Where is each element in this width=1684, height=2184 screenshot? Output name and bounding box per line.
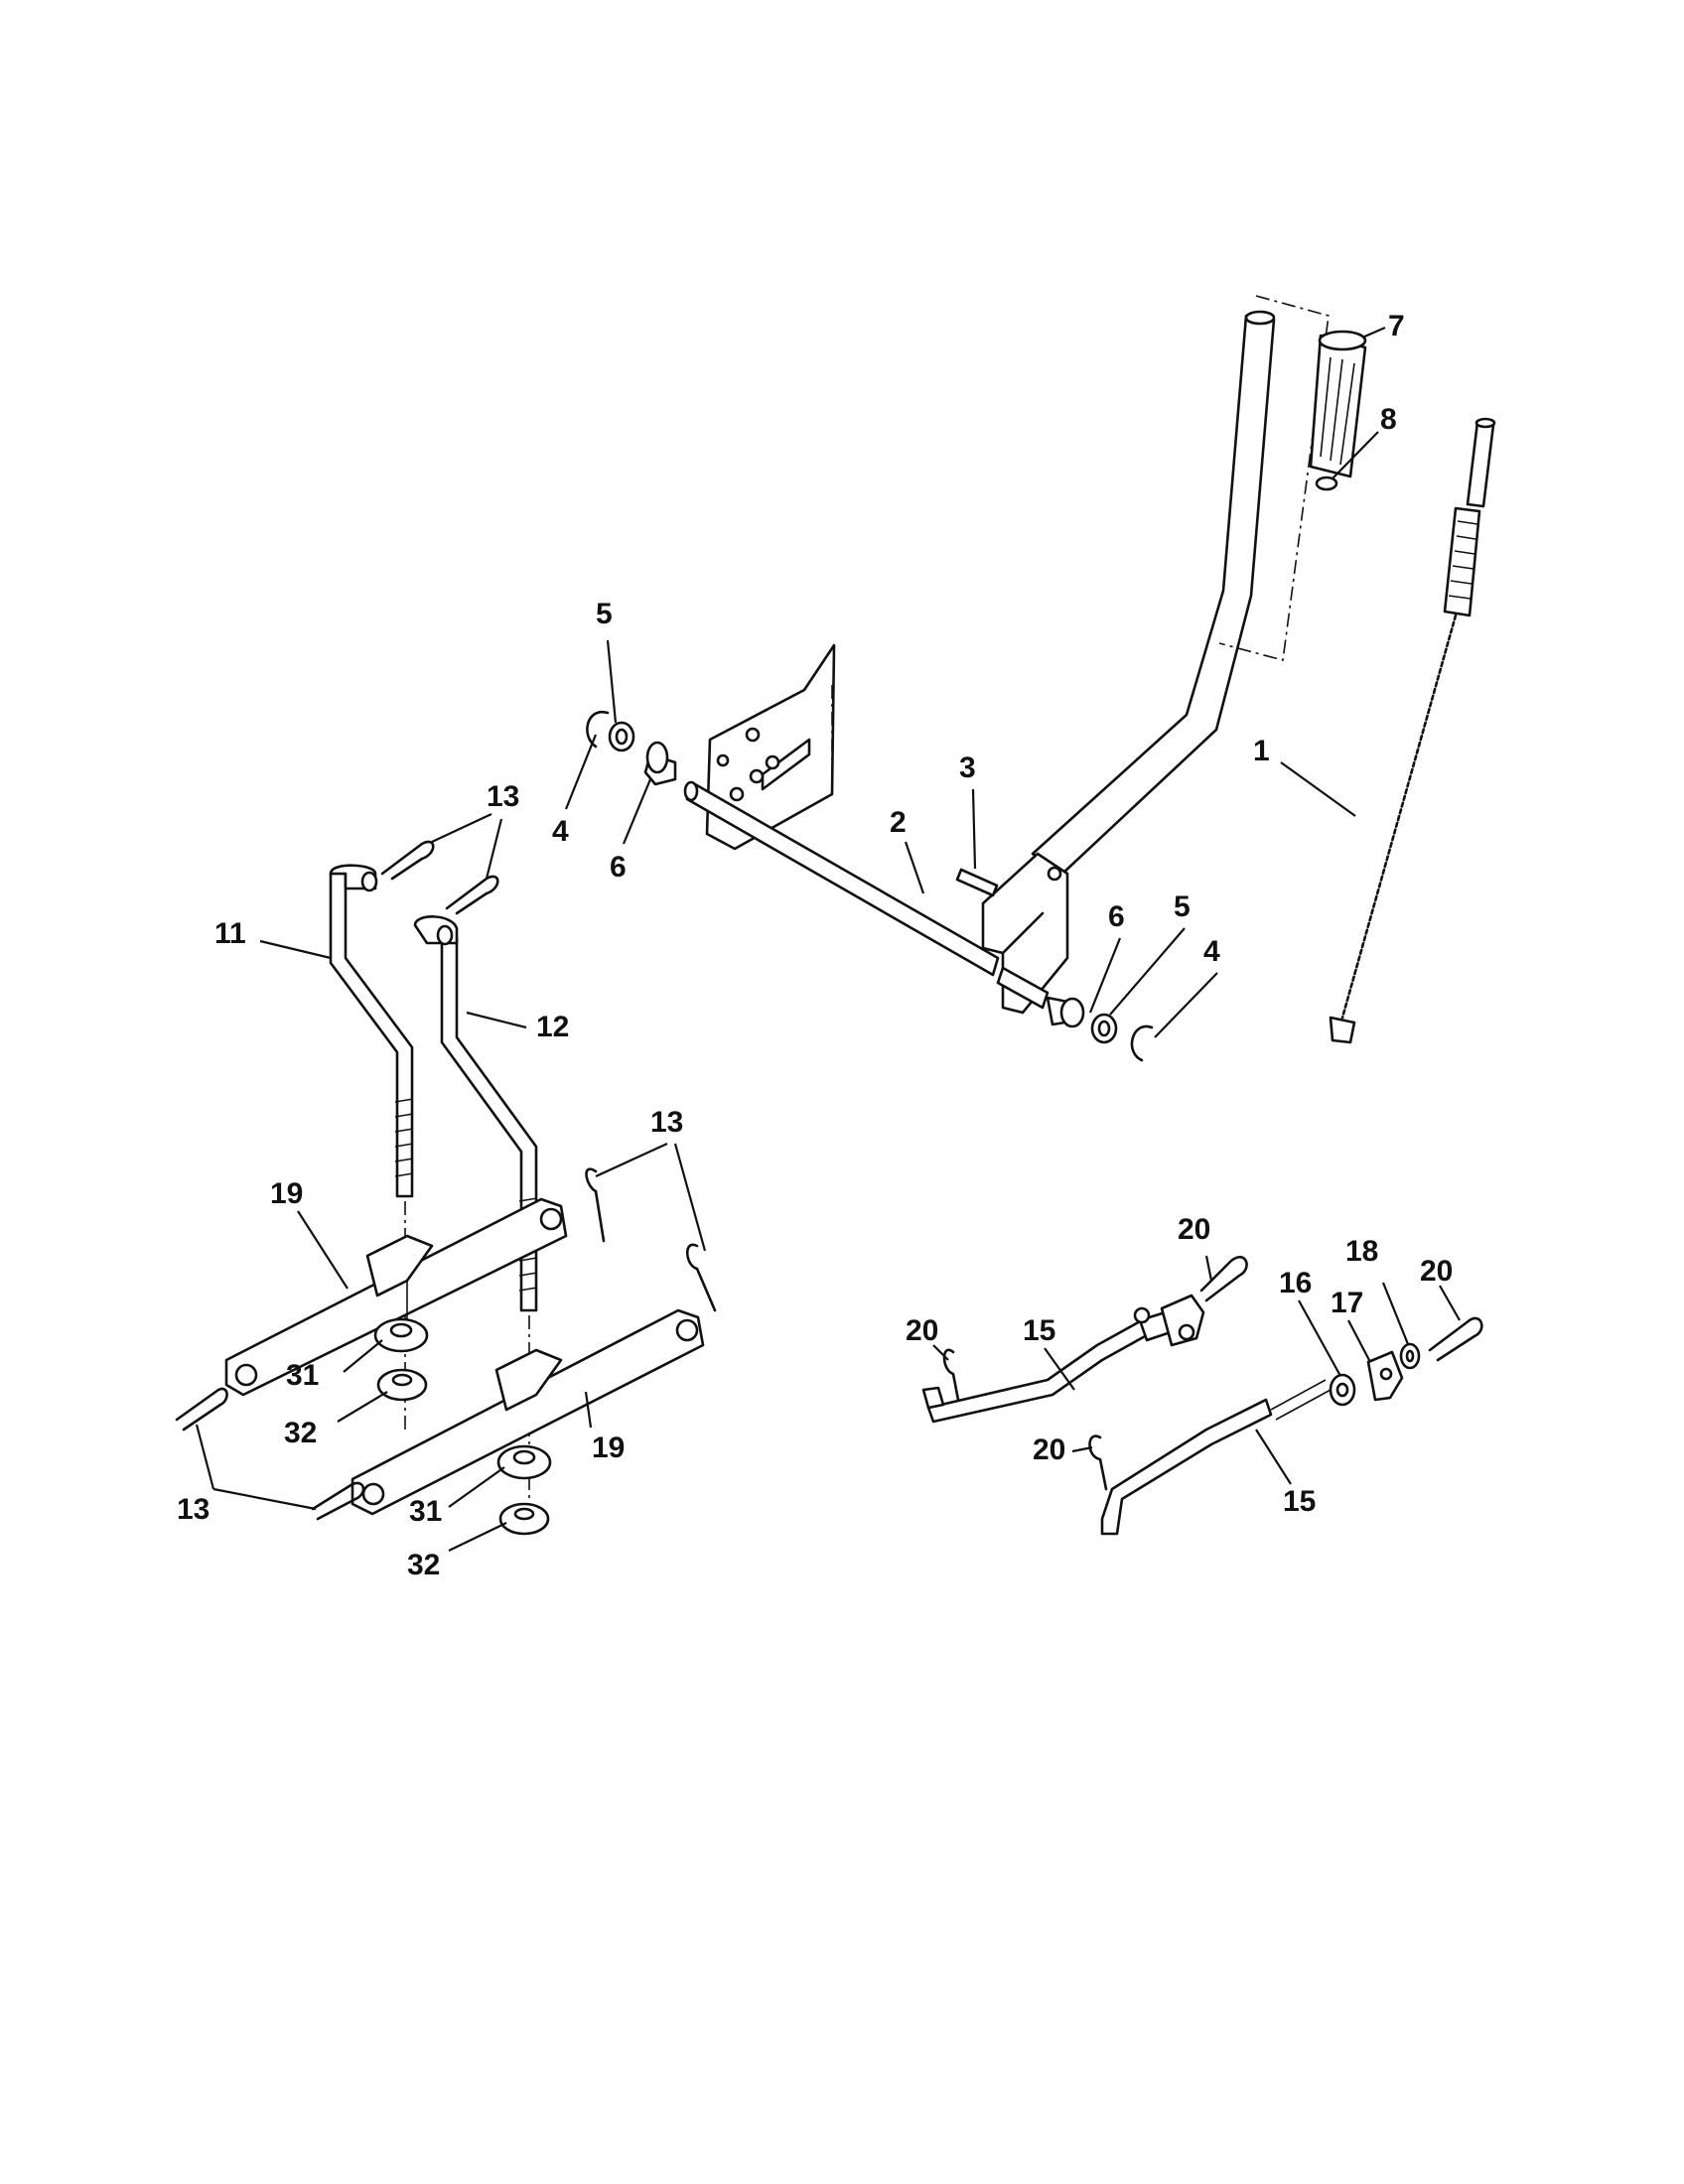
hairpin-clip-left: [175, 1387, 228, 1432]
callout-12: 12: [536, 1011, 569, 1043]
callout-1: 1: [1253, 735, 1270, 767]
callout-13: 13: [650, 1106, 683, 1139]
leader-lines: [195, 326, 1461, 1552]
right-e-clip: [1130, 1024, 1154, 1062]
spacer-lower: [496, 1444, 552, 1480]
callout-6: 6: [1108, 900, 1125, 933]
right-bearing: [1046, 996, 1085, 1028]
callout-17: 17: [1331, 1287, 1363, 1319]
right-washer: [1090, 1013, 1118, 1044]
callout-19: 19: [592, 1432, 625, 1464]
callout-20: 20: [1420, 1255, 1453, 1288]
callout-20: 20: [1178, 1213, 1210, 1246]
callout-32: 32: [407, 1549, 440, 1581]
callout-6: 6: [610, 851, 627, 884]
callout-4: 4: [1203, 935, 1220, 968]
left-e-clip: [586, 710, 610, 749]
lift-handle: [981, 310, 1276, 1015]
spacer-upper: [373, 1317, 429, 1353]
hairpin-clip-right-2: [685, 1243, 717, 1312]
lift-cable: [1329, 417, 1496, 1044]
callout-20: 20: [906, 1314, 938, 1347]
hairpin-clip-20-mid: [1088, 1434, 1108, 1491]
callout-4: 4: [552, 815, 569, 848]
hairpin-clip-upper-2: [445, 875, 499, 915]
callout-18: 18: [1345, 1235, 1378, 1268]
shaft-pin: [955, 868, 999, 897]
callout-13: 13: [487, 780, 519, 813]
callout-20: 20: [1033, 1433, 1065, 1466]
nut-lower: [498, 1502, 550, 1536]
left-bearing: [643, 741, 677, 786]
callout-5: 5: [596, 598, 613, 630]
callout-16: 16: [1279, 1267, 1312, 1299]
nut-upper: [376, 1368, 428, 1402]
callout-31: 31: [409, 1495, 442, 1528]
hairpin-clip-right-1: [585, 1167, 606, 1243]
lift-link-left: [329, 864, 414, 1198]
handle-phantom-outline: [1218, 295, 1330, 662]
callout-7: 7: [1388, 310, 1405, 342]
ferrule-upper: [1133, 1294, 1205, 1347]
hairpin-clip-20-left: [942, 1348, 960, 1402]
callout-15: 15: [1023, 1314, 1055, 1347]
hairpin-clip-20-right: [1428, 1316, 1483, 1362]
frame-plate: [705, 643, 836, 851]
lift-link-right: [413, 915, 538, 1312]
callout-5: 5: [1174, 890, 1191, 923]
callout-32: 32: [284, 1417, 317, 1449]
adjuster-rod-lower: [1100, 1379, 1332, 1536]
lift-shaft: [683, 780, 1050, 1010]
callout-13: 13: [177, 1493, 210, 1526]
callout-8: 8: [1380, 403, 1397, 436]
callout-2: 2: [890, 806, 907, 839]
hairpin-clip-upper-1: [380, 840, 435, 881]
callout-31: 31: [286, 1359, 319, 1392]
callout-3: 3: [959, 751, 976, 784]
handle-grip: [1309, 330, 1367, 478]
trunnion-washer: [1399, 1342, 1421, 1370]
callout-15: 15: [1283, 1485, 1316, 1518]
hairpin-clip-20-upper: [1199, 1256, 1248, 1302]
callout-11: 11: [214, 917, 246, 950]
lift-arm-upper: [224, 1197, 568, 1397]
hairpin-clip-bottom: [311, 1481, 365, 1521]
callout-19: 19: [270, 1177, 303, 1210]
jam-nut: [1329, 1373, 1356, 1407]
handle-button: [1315, 476, 1338, 491]
lift-arm-lower: [351, 1308, 705, 1516]
callout-labels: 7 8 1 5 4 6 3 2 6 5 4 13 11 12 13 19 31 …: [177, 310, 1453, 1581]
trunnion: [1366, 1350, 1404, 1402]
left-washer: [608, 721, 635, 752]
